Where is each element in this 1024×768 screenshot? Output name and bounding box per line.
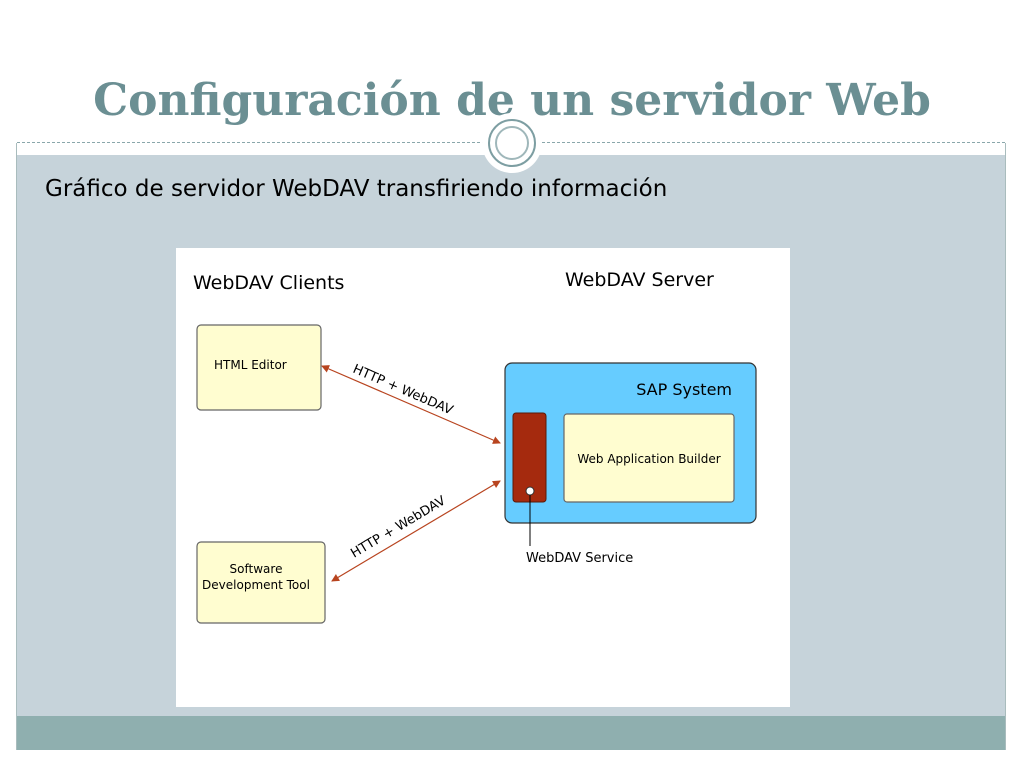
- diagram-canvas: WebDAV Clients WebDAV Server HTML Editor…: [193, 269, 757, 624]
- clients-heading: WebDAV Clients: [193, 272, 344, 294]
- web-app-builder-label: Web Application Builder: [577, 452, 720, 466]
- lower-connection-arrow: [331, 480, 501, 582]
- software-tool-label-line1: Software: [230, 562, 283, 576]
- software-tool-node: Software Development Tool: [196, 541, 326, 624]
- ornament-outer-ring: [488, 119, 536, 167]
- server-heading: WebDAV Server: [565, 269, 714, 291]
- web-app-builder-box: [563, 413, 735, 503]
- html-editor-label: HTML Editor: [214, 358, 287, 372]
- webdav-service-connector-icon: [525, 486, 535, 496]
- sap-system-node: SAP System Web Application Builder: [504, 362, 757, 524]
- webdav-diagram: WebDAV Clients WebDAV Server HTML Editor…: [176, 248, 790, 707]
- upper-connection-label: HTTP + WebDAV: [350, 362, 455, 419]
- html-editor-node: HTML Editor: [196, 324, 322, 411]
- sap-system-label: SAP System: [636, 380, 732, 399]
- upper-connection-arrow: [321, 365, 501, 444]
- footer-bar: [17, 716, 1005, 750]
- slide-subtitle: Gráfico de servidor WebDAV transfiriendo…: [45, 176, 668, 202]
- webdav-service-label: WebDAV Service: [526, 551, 633, 566]
- software-tool-box: [196, 541, 326, 624]
- lower-connection-label: HTTP + WebDAV: [348, 493, 448, 561]
- title-ornament-icon: [482, 113, 542, 173]
- html-editor-box: [196, 324, 322, 411]
- ornament-inner-ring: [495, 126, 529, 160]
- software-tool-label-line2: Development Tool: [202, 578, 310, 592]
